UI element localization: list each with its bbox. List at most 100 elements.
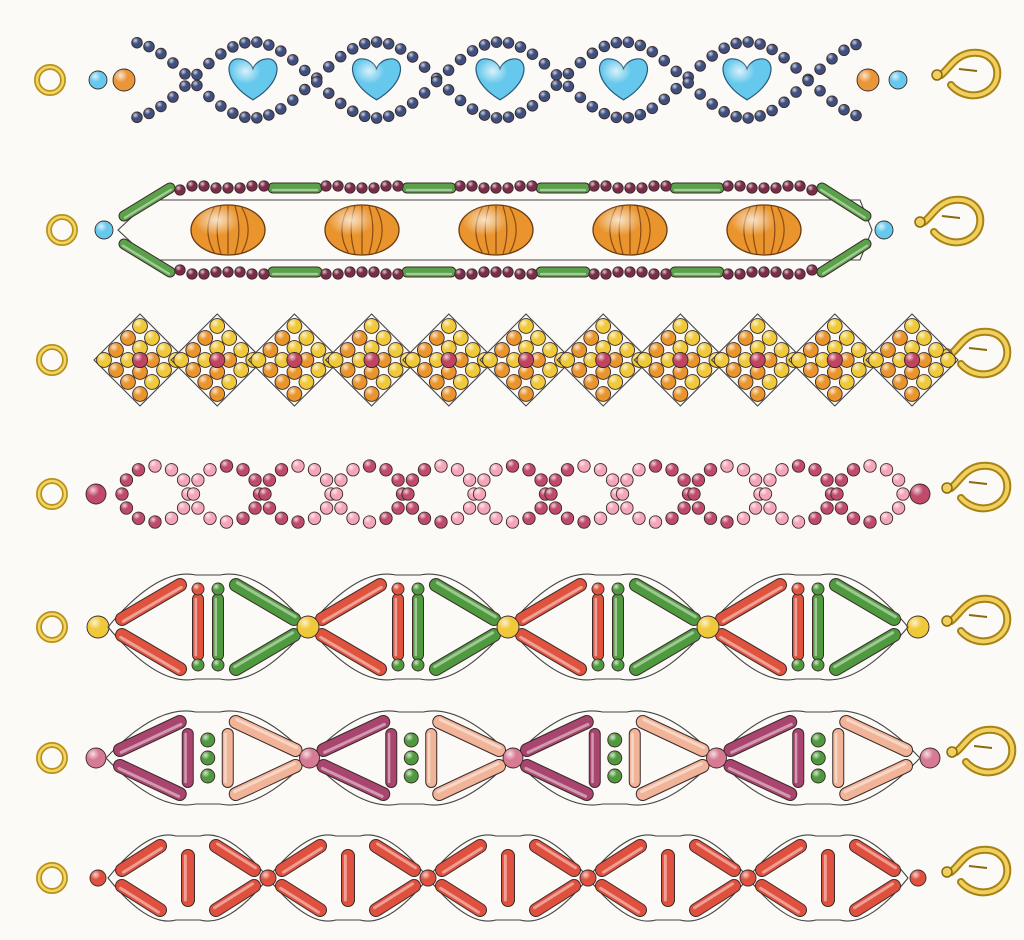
bead [595, 340, 612, 356]
bead [209, 351, 226, 369]
bugle-bead [192, 593, 204, 661]
bead [450, 463, 465, 477]
bead [802, 362, 819, 378]
bugle-bead [113, 759, 187, 801]
bead [903, 351, 921, 369]
bead [770, 266, 782, 278]
bead [144, 374, 160, 390]
bead [806, 264, 818, 276]
bead [826, 95, 838, 107]
bead [588, 268, 600, 280]
bead [198, 268, 210, 280]
bugle-bead [723, 759, 798, 801]
bead [108, 342, 124, 358]
bead [615, 487, 630, 501]
bugle-bead [595, 879, 647, 917]
bead [571, 342, 588, 358]
bugle-bead [432, 715, 506, 757]
bugle-bead [832, 728, 845, 788]
bead [112, 68, 136, 92]
bead [490, 266, 502, 278]
bead [502, 111, 515, 123]
bead [746, 182, 758, 194]
bead [191, 68, 203, 81]
bugle-bead [267, 266, 323, 278]
bugle-bead [715, 628, 787, 676]
bead [502, 37, 515, 49]
bead [210, 182, 222, 194]
diamond-cluster-bracelet [39, 313, 1007, 407]
bead [200, 768, 216, 784]
bugle-bead [629, 628, 701, 676]
bead [236, 463, 250, 477]
bead [560, 511, 575, 525]
bugle-bead [229, 578, 301, 626]
bead [763, 501, 777, 515]
bead [462, 501, 477, 515]
bead [909, 483, 931, 505]
bead [351, 374, 368, 390]
bead [203, 511, 217, 525]
bead [248, 501, 262, 515]
bead [758, 266, 770, 278]
bead [530, 352, 546, 368]
bead [319, 473, 334, 487]
bead [879, 463, 894, 477]
bead [888, 70, 908, 90]
bead [522, 463, 536, 477]
bead [574, 56, 587, 69]
bead [919, 747, 941, 769]
bugle-bead [181, 849, 195, 907]
bead [85, 747, 107, 769]
bead [522, 511, 536, 525]
bead [928, 342, 944, 358]
bead [227, 41, 239, 53]
thread [715, 710, 921, 806]
bead [622, 36, 635, 49]
bead [132, 318, 148, 334]
bead [203, 463, 217, 477]
bead [211, 582, 225, 596]
bead [198, 180, 210, 192]
bead [307, 511, 322, 525]
bugle-bead [401, 266, 457, 278]
triangle-bugle-bracelet-red [39, 834, 1007, 922]
bead [452, 352, 469, 368]
bead [115, 487, 129, 501]
thread [107, 573, 309, 681]
bead [502, 266, 514, 278]
bead [375, 330, 392, 346]
bead [346, 105, 359, 117]
bead [363, 351, 380, 369]
bead [600, 180, 612, 192]
bead [379, 463, 393, 477]
bead [131, 36, 143, 49]
bead [737, 374, 754, 390]
bugle-bead [501, 849, 515, 907]
bugle-bead [669, 182, 725, 194]
bead [802, 74, 814, 87]
bead [233, 362, 250, 378]
bead [131, 463, 146, 477]
bead [287, 54, 299, 66]
bead [209, 364, 226, 380]
bead [530, 330, 546, 346]
bead [778, 51, 790, 64]
bead [239, 37, 251, 49]
bead [782, 268, 794, 280]
bead [586, 100, 599, 113]
bead [506, 374, 522, 390]
bead [258, 487, 272, 501]
bead [286, 364, 303, 380]
bugle-bead [715, 578, 787, 626]
bead [494, 362, 510, 378]
bead [477, 501, 491, 515]
bead [478, 39, 491, 51]
bead [322, 61, 335, 73]
bugle-bead [829, 578, 901, 626]
bugle-bead [181, 728, 194, 788]
bead [526, 268, 538, 280]
bead [251, 112, 263, 124]
bead [846, 463, 861, 477]
